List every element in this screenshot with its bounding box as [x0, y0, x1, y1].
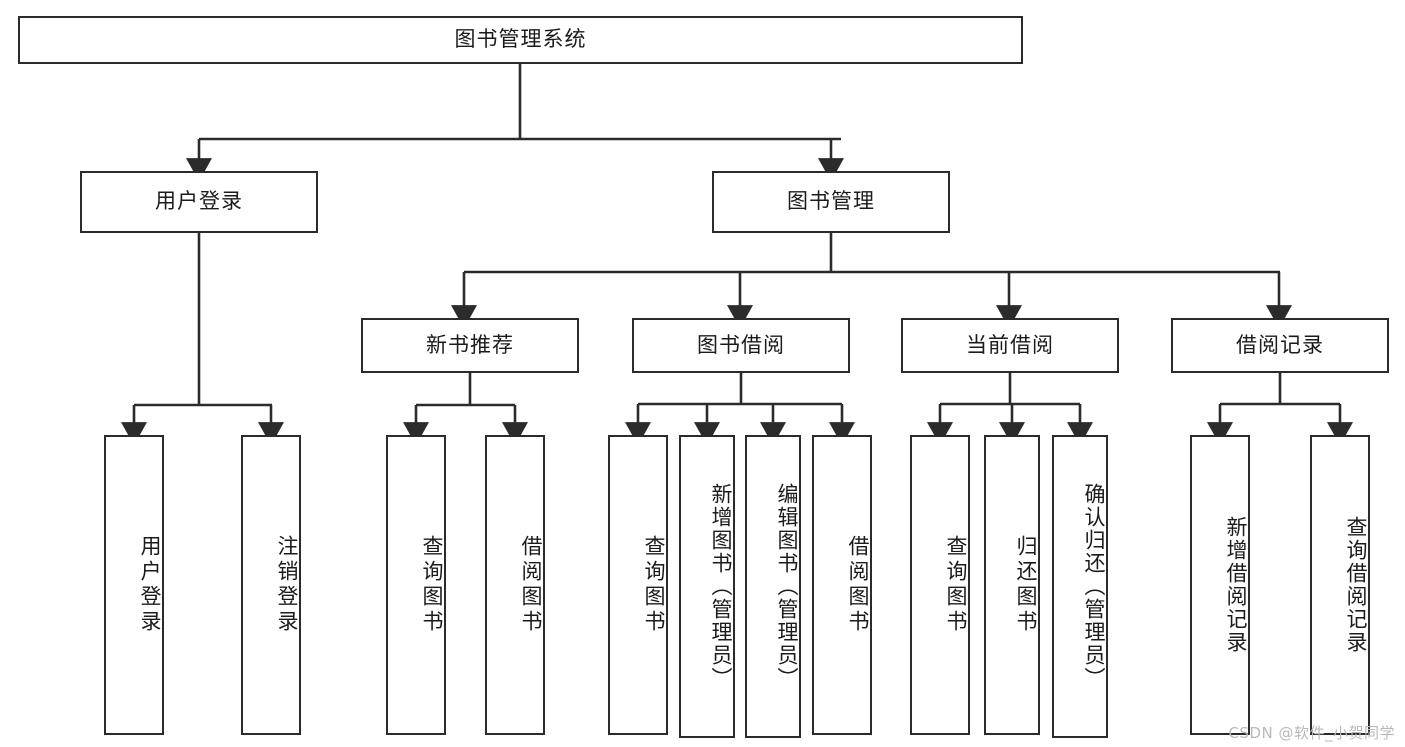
leaf-query-book-recommendation[interactable]: 查询图书	[386, 435, 446, 735]
leaf-query-book-current[interactable]: 查询图书	[910, 435, 970, 735]
node-book-borrow[interactable]: 图书借阅	[632, 318, 850, 373]
node-label: 归还图书	[1014, 535, 1038, 635]
node-label: 图书管理	[787, 189, 875, 214]
node-label: 查询图书	[420, 535, 444, 635]
node-label: 图书管理系统	[454, 27, 587, 52]
node-label: 用户登录	[138, 535, 162, 635]
leaf-query-borrow-record[interactable]: 查询借阅记录	[1310, 435, 1370, 735]
leaf-edit-book-admin[interactable]: 编辑图书（管理员）	[745, 435, 801, 738]
node-label: 借阅记录	[1236, 332, 1324, 357]
node-label: 注销登录	[275, 535, 299, 635]
leaf-borrow-book-recommendation[interactable]: 借阅图书	[485, 435, 545, 735]
node-label: 查询图书	[944, 535, 968, 635]
node-label: 编辑图书（管理员）	[775, 483, 799, 690]
leaf-add-book-admin[interactable]: 新增图书（管理员）	[679, 435, 735, 738]
watermark-text: CSDN @软件_小贺同学	[1228, 724, 1395, 742]
node-label: 新书推荐	[426, 332, 514, 357]
node-label: 借阅图书	[846, 535, 870, 635]
leaf-confirm-return-admin[interactable]: 确认归还（管理员）	[1052, 435, 1108, 738]
node-label: 查询图书	[642, 535, 666, 635]
leaf-query-book-borrow[interactable]: 查询图书	[608, 435, 668, 735]
leaf-user-login[interactable]: 用户登录	[104, 435, 164, 735]
leaf-add-borrow-record[interactable]: 新增借阅记录	[1190, 435, 1250, 735]
leaf-borrow-book-borrow[interactable]: 借阅图书	[812, 435, 872, 735]
node-new-book-recommendation[interactable]: 新书推荐	[361, 318, 579, 373]
node-book-management[interactable]: 图书管理	[712, 171, 950, 233]
leaf-logout[interactable]: 注销登录	[241, 435, 301, 735]
node-label: 图书借阅	[697, 332, 785, 357]
node-label: 新增图书（管理员）	[709, 483, 733, 690]
node-label: 借阅图书	[519, 535, 543, 635]
node-current-borrow[interactable]: 当前借阅	[901, 318, 1119, 373]
node-borrow-record[interactable]: 借阅记录	[1171, 318, 1389, 373]
node-label: 用户登录	[155, 189, 243, 214]
node-label: 新增借阅记录	[1224, 516, 1248, 654]
node-label: 查询借阅记录	[1344, 516, 1368, 654]
leaf-return-book[interactable]: 归还图书	[984, 435, 1040, 735]
node-label: 当前借阅	[966, 332, 1054, 357]
node-user-login[interactable]: 用户登录	[80, 171, 318, 233]
node-root-book-management-system[interactable]: 图书管理系统	[18, 16, 1023, 64]
node-label: 确认归还（管理员）	[1082, 483, 1106, 690]
